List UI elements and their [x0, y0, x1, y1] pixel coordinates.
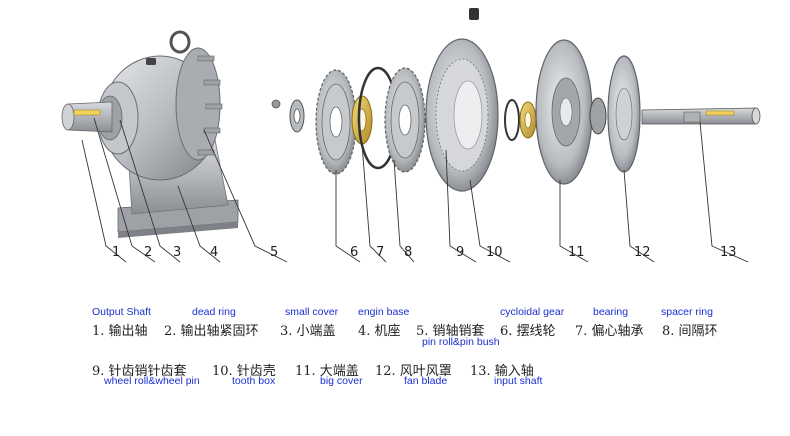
big-cover: [535, 39, 593, 185]
legend-en-11: big cover: [320, 375, 363, 387]
cycloidal-gear-2: [384, 67, 426, 173]
top-plug-shape: [469, 8, 479, 20]
legend-en-9: wheel roll&wheel pin: [104, 375, 200, 387]
legend-en-2: dead ring: [192, 306, 236, 318]
legend-cn-11: 11. 大端盖: [295, 364, 359, 379]
cycloidal-gear-1: [315, 69, 357, 175]
callout-1: 1: [112, 245, 121, 260]
callout-9: 9: [456, 245, 465, 260]
eccentric-bearing: [351, 95, 373, 145]
legend-en-10: tooth box: [232, 375, 276, 387]
legend-en-12: fan blade: [404, 375, 448, 387]
callout-8: 8: [404, 245, 413, 260]
callout-10: 10: [486, 245, 503, 260]
pin-roll-bearing: [271, 99, 305, 133]
callout-2: 2: [144, 245, 153, 260]
legend-en-5: pin roll&pin bush: [422, 336, 500, 348]
small-gold-ring: [504, 99, 537, 141]
legend-en-3: small cover: [285, 306, 339, 318]
legend-cn-5: 5. 销轴销套: [416, 324, 485, 339]
input-shaft: [641, 107, 761, 125]
legend-cn-1: 1. 输出轴: [92, 324, 148, 339]
legend-cn-3: 3. 小端盖: [280, 324, 336, 339]
legend-cn-12: 12. 风叶风罩: [375, 364, 452, 379]
fan-cover: [607, 55, 641, 173]
leader-lines: [81, 117, 749, 263]
legend-cn-8: 8. 间隔环: [662, 324, 718, 339]
legend-en-1: Output Shaft: [92, 306, 151, 318]
callout-3: 3: [173, 245, 182, 260]
legend-en-7: bearing: [593, 306, 629, 318]
legend-en-8: spacer ring: [661, 306, 713, 318]
callout-11: 11: [568, 245, 585, 260]
callout-4: 4: [210, 245, 219, 260]
callout-13: 13: [720, 245, 737, 260]
legend-cn-9: 9. 针齿销针齿套: [92, 364, 187, 379]
legend-en-13: input shaft: [494, 375, 543, 387]
bearing-shape: [589, 97, 607, 135]
legend-en-6: cycloidal gear: [500, 306, 565, 318]
legend-cn-2: 2. 输出轴紧固环: [164, 324, 259, 339]
legend-cn-6: 6. 摆线轮: [500, 324, 556, 339]
callout-12: 12: [634, 245, 651, 260]
legend-en-4: engin base: [358, 306, 410, 318]
housing-assembly: [61, 30, 239, 238]
callout-7: 7: [376, 245, 385, 260]
legend-cn-10: 10. 针齿壳: [212, 364, 276, 379]
pin-wheel-housing: [425, 38, 499, 192]
legend-cn-4: 4. 机座: [358, 324, 401, 339]
callout-5: 5: [270, 245, 279, 260]
legend-cn-13: 13. 输入轴: [470, 364, 534, 379]
callout-6: 6: [350, 245, 359, 260]
legend-cn-7: 7. 偏心轴承: [575, 324, 644, 339]
